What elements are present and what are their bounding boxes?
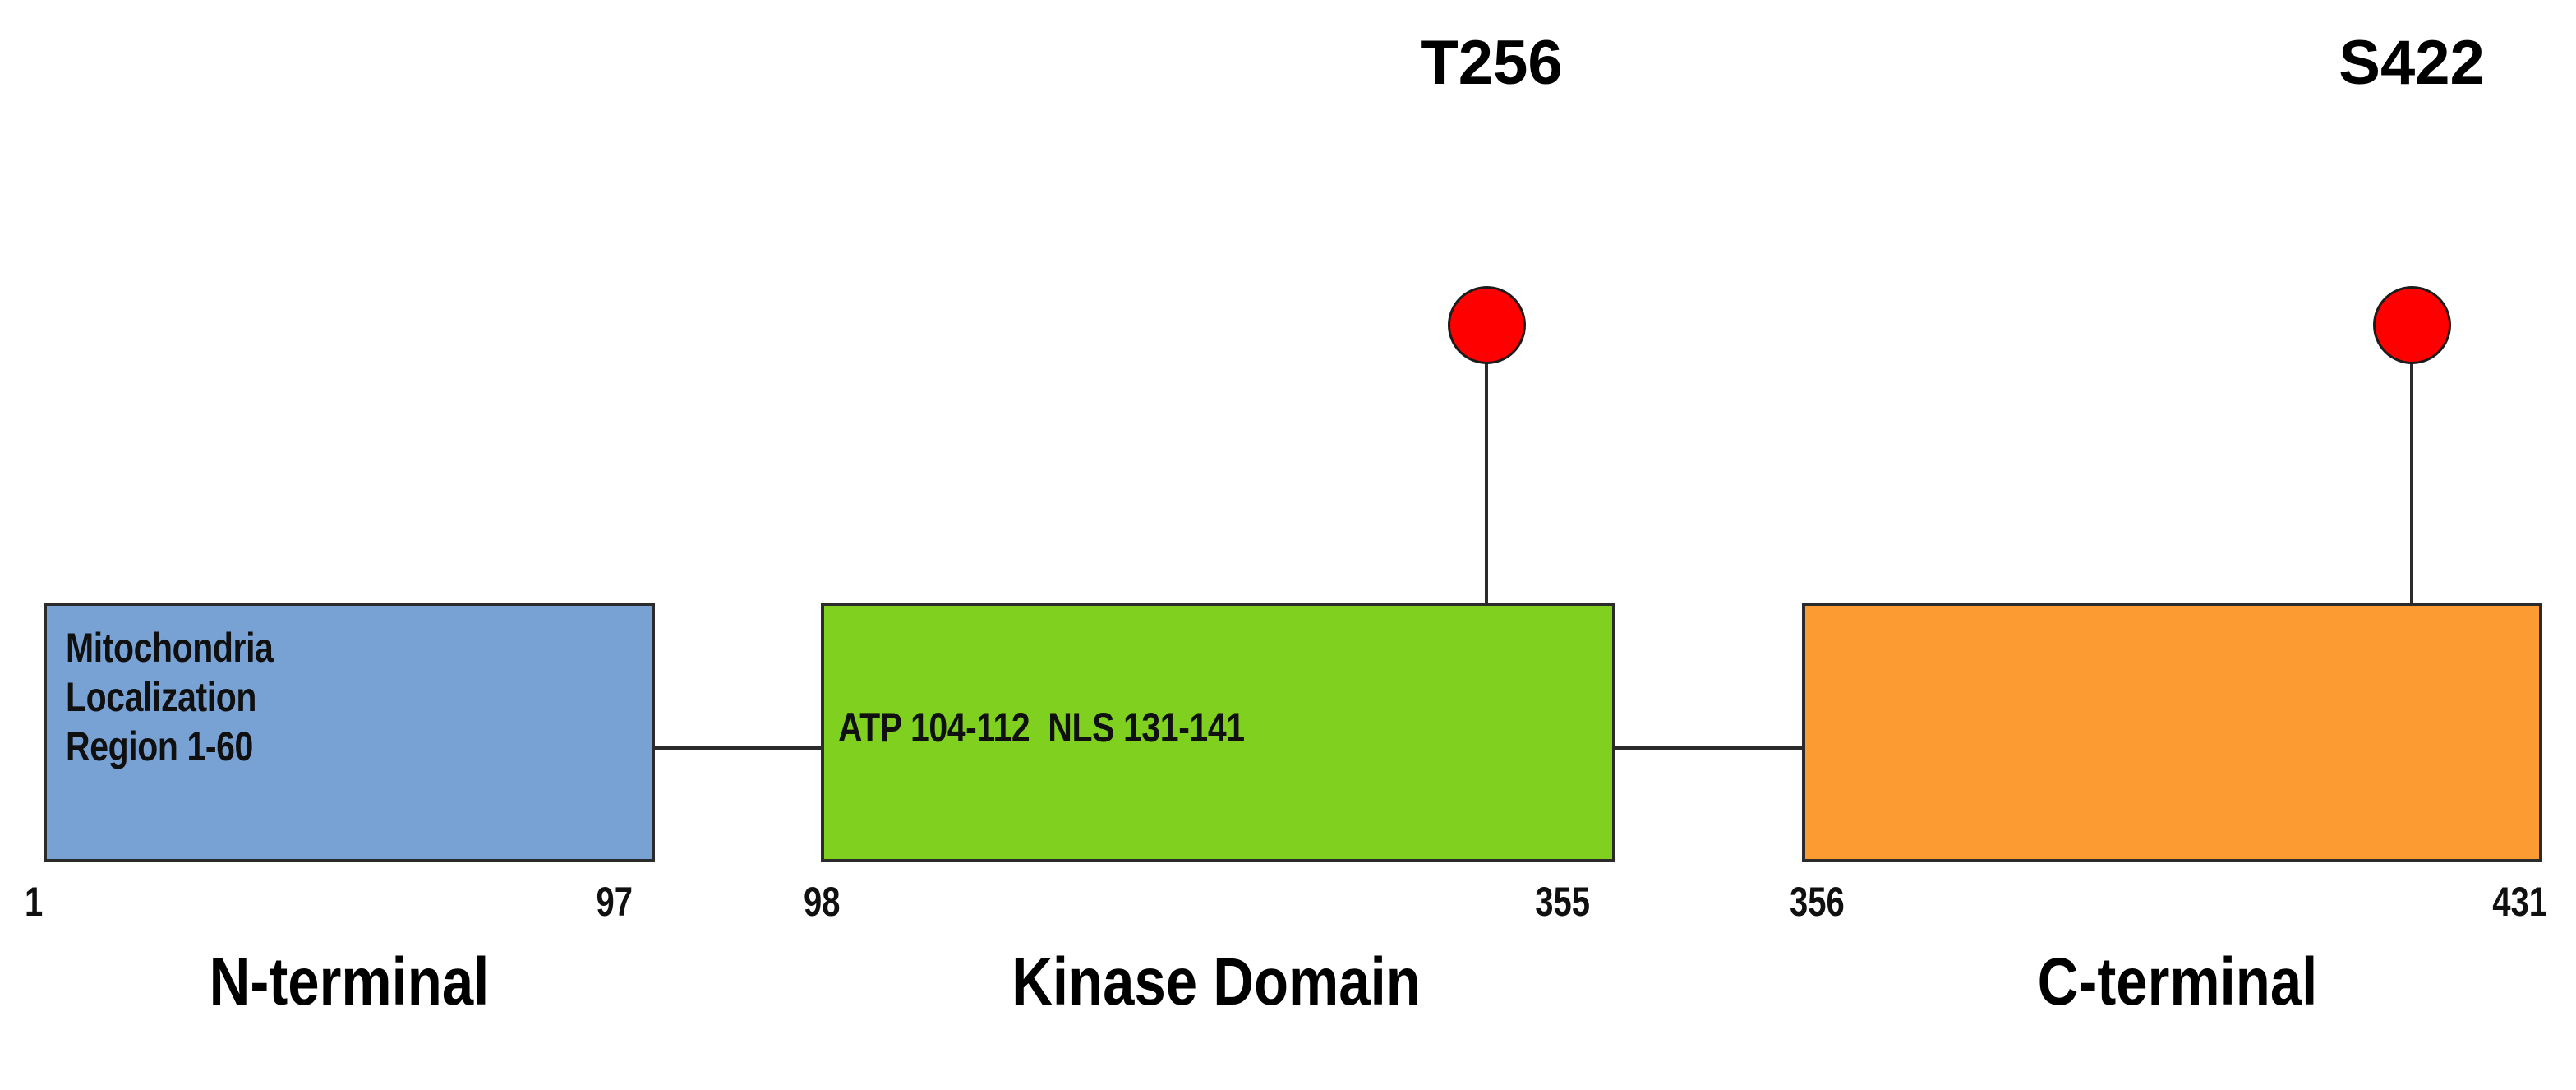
- ptm-stem-t256: [1485, 325, 1488, 604]
- residue-start-c-terminal: 356: [1790, 879, 1845, 925]
- domain-box-n-terminal[interactable]: [44, 603, 655, 862]
- residue-end-c-terminal: 431: [2492, 879, 2547, 925]
- residue-end-kinase-domain: 355: [1535, 879, 1590, 925]
- ptm-label-t256: T256: [1420, 28, 1563, 98]
- residue-start-kinase-domain: 98: [804, 879, 841, 925]
- ptm-marker-s422[interactable]: [2373, 286, 2451, 364]
- residue-end-n-terminal: 97: [596, 879, 634, 925]
- domain-title-n-terminal: N-terminal: [209, 945, 490, 1019]
- ptm-label-s422: S422: [2339, 28, 2485, 98]
- linker-n-to-kinase: [653, 746, 824, 750]
- linker-kinase-to-c: [1612, 746, 1805, 750]
- domain-box-kinase-domain[interactable]: [821, 603, 1615, 862]
- residue-start-n-terminal: 1: [25, 879, 44, 925]
- domain-box-c-terminal[interactable]: [1802, 603, 2542, 862]
- domain-title-c-terminal: C-terminal: [2037, 945, 2318, 1019]
- domain-inner-label-kinase-domain: ATP 104-112 NLS 131-141: [838, 704, 1245, 751]
- domain-inner-label-n-terminal: Mitochondria Localization Region 1-60: [66, 625, 274, 769]
- ptm-stem-s422: [2410, 325, 2413, 604]
- domain-title-kinase-domain: Kinase Domain: [1012, 945, 1421, 1019]
- ptm-marker-t256[interactable]: [1448, 286, 1526, 364]
